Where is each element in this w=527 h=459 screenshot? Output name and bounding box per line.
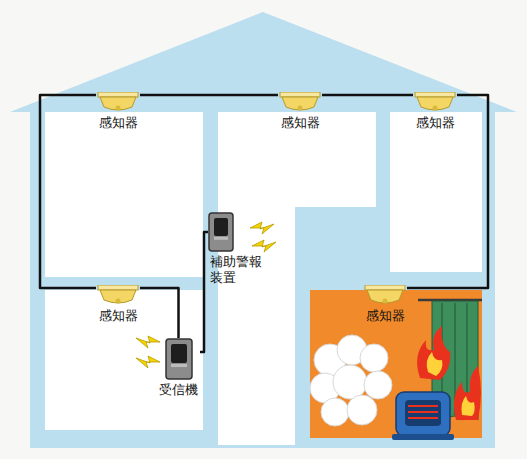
node-label: 感知器 <box>413 115 457 131</box>
detector-icon <box>413 92 457 113</box>
smoke-detector: 感知器 <box>278 92 322 131</box>
signal-wire <box>140 94 278 97</box>
detector-icon <box>278 92 322 113</box>
receiver-icon <box>165 338 193 380</box>
smoke <box>310 335 392 426</box>
node-label: 感知器 <box>96 308 140 324</box>
smoke-detector: 感知器 <box>363 285 407 324</box>
room <box>218 112 376 207</box>
room <box>390 112 482 272</box>
detector-icon <box>96 285 140 306</box>
smoke-detector: 感知器 <box>96 285 140 324</box>
signal-wire <box>407 95 488 288</box>
smoke-detector: 感知器 <box>413 92 457 131</box>
detector-icon <box>363 285 407 306</box>
node-label: 感知器 <box>278 115 322 131</box>
receiver-signal <box>136 336 160 368</box>
node-label: 受信機 <box>157 382 200 398</box>
fire-room <box>310 290 482 438</box>
detector-icon <box>96 92 140 113</box>
signal-wire <box>40 95 96 288</box>
signal-wire <box>322 94 413 97</box>
device-label: 補助警報装置 <box>208 254 268 285</box>
room <box>45 112 203 277</box>
house-outline <box>10 12 517 448</box>
heater <box>392 392 454 440</box>
smoke-detector: 感知器 <box>96 92 140 131</box>
fire-receiver: 受信機 <box>157 338 200 398</box>
signal-wire <box>200 232 208 352</box>
alarm-device-icon <box>208 212 234 252</box>
alarm-signal <box>250 222 276 252</box>
node-label: 感知器 <box>363 308 407 324</box>
node-label: 感知器 <box>96 115 140 131</box>
signal-wire <box>140 288 179 338</box>
auxiliary-alarm: 補助警報装置 <box>208 212 268 285</box>
